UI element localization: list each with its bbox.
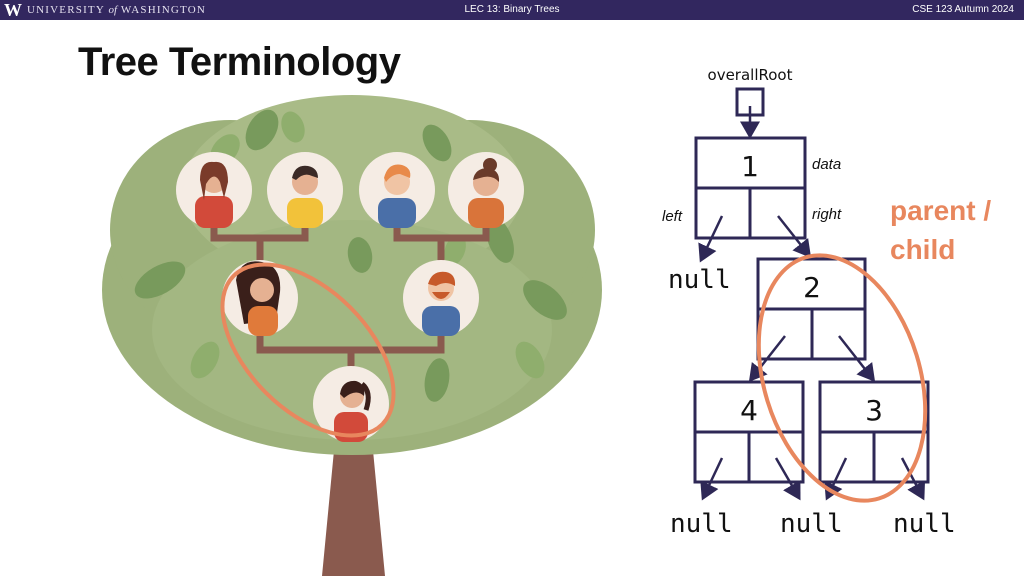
overall-root-label: overallRoot [708, 66, 793, 84]
node-2-left-arrow [748, 335, 786, 382]
node-1-left-arrow [698, 215, 724, 263]
slide-title: Tree Terminology [78, 40, 401, 84]
avatar-father [403, 260, 479, 336]
parent-child-label-line2: child [890, 234, 955, 265]
right-label: right [812, 206, 842, 223]
node-4-left-arrow [700, 457, 724, 501]
node-3-right-arrow [900, 457, 926, 501]
null-node-4-left: null [670, 509, 733, 539]
parent-child-label-line1: parent / [890, 195, 991, 226]
family-tree-connectors [210, 220, 490, 368]
avatar-grandmother-2 [448, 152, 524, 228]
avatar-grandfather-1 [267, 152, 343, 228]
node-4-value: 4 [740, 394, 758, 427]
left-label: left [662, 208, 683, 225]
node-1-value: 1 [741, 150, 759, 183]
avatar-grandfather-2 [359, 152, 435, 228]
node-2-right-arrow [838, 335, 876, 382]
null-node-3-right: null [893, 509, 956, 539]
avatar-mother [222, 260, 298, 336]
node-1 [694, 136, 807, 240]
lecture-title: LEC 13: Binary Trees [464, 4, 560, 15]
node-3-value: 3 [865, 394, 883, 427]
university-name: UNIVERSITY of WASHINGTON [27, 4, 207, 16]
node-4-right-arrow [774, 457, 801, 501]
null-node-4-right: null [780, 509, 843, 539]
parent-child-highlight-diagram [756, 253, 928, 503]
node-2-value: 2 [803, 271, 821, 304]
parent-child-highlight-tree [220, 262, 396, 438]
uw-logo: W [4, 0, 22, 20]
course-name: CSE 123 Autumn 2024 [912, 4, 1014, 15]
node-3 [818, 380, 930, 484]
null-node-1-left: null [668, 265, 731, 295]
avatar-grandmother-1 [176, 152, 252, 228]
data-label: data [812, 156, 841, 173]
node-4 [693, 380, 805, 484]
node-2 [756, 257, 867, 361]
node-1-right-arrow [777, 215, 812, 258]
tree-leaves [134, 109, 567, 402]
header-bar: W UNIVERSITY of WASHINGTON LEC 13: Binar… [0, 0, 1024, 20]
